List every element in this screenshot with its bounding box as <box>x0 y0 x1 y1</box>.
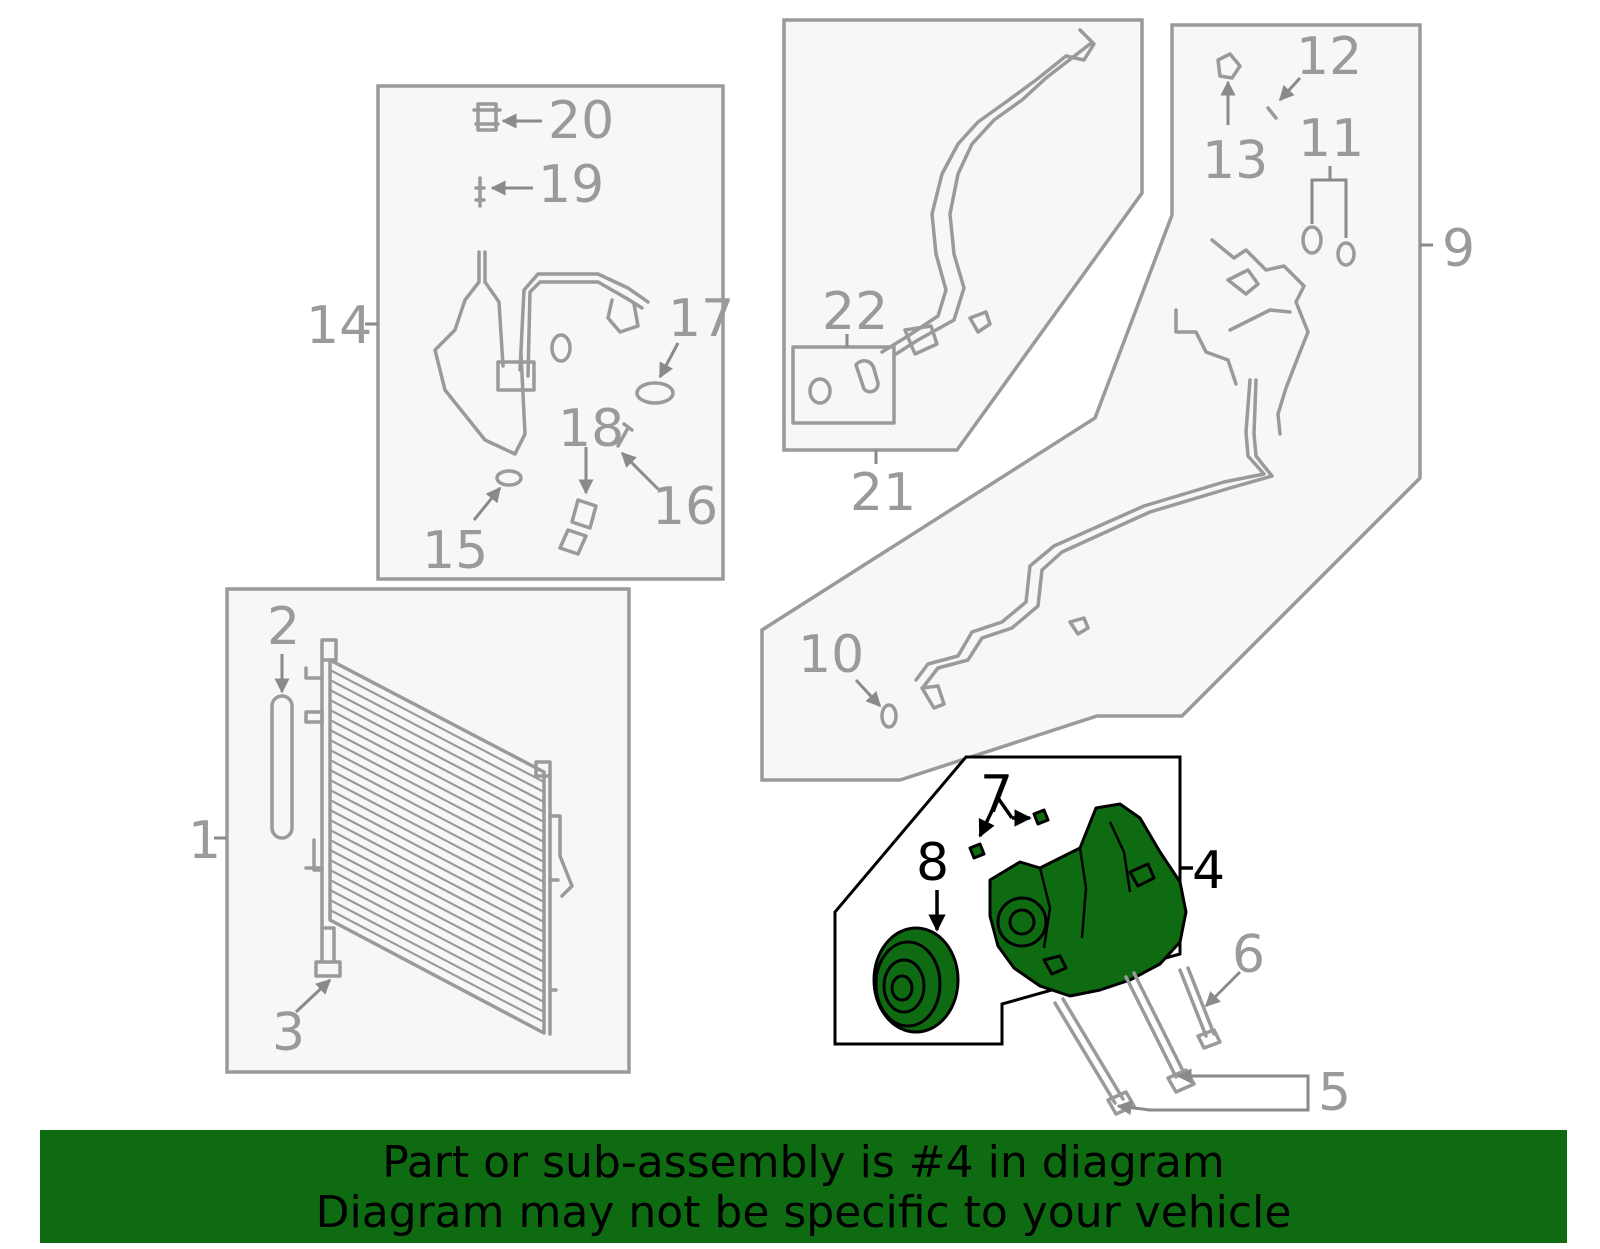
part-11-o-ring-b <box>1336 241 1356 267</box>
part-9-line <box>914 238 1310 710</box>
part-20-cap <box>472 102 502 132</box>
part-22-seal-kit <box>791 345 896 425</box>
callout-4: 4 <box>1192 841 1225 901</box>
callout-20: 20 <box>548 91 614 151</box>
part-12-valve-core <box>1266 106 1278 120</box>
panel-9-liquid-line <box>760 23 1433 782</box>
part-18-pressure-switch <box>558 498 598 556</box>
part-4-compressor-body <box>988 802 1188 998</box>
part-7-plugs <box>968 808 1050 860</box>
part-21-hose <box>880 28 1096 356</box>
banner-line-part: Part or sub-assembly is #4 in diagram <box>382 1137 1225 1188</box>
panel-4-compressor <box>833 755 1193 1046</box>
panel-1-condenser <box>214 587 631 1074</box>
callout-7: 7 <box>980 765 1013 825</box>
part-17-o-ring <box>635 381 675 405</box>
part-1-condenser-core <box>304 638 574 1036</box>
callout-19: 19 <box>538 155 604 215</box>
panel-14-line-assembly <box>365 84 725 581</box>
parts-5-6-bolts <box>1053 966 1310 1116</box>
callout-1: 1 <box>188 811 221 871</box>
callout-17: 17 <box>668 289 734 349</box>
callout-15: 15 <box>422 521 488 581</box>
part-10-o-ring <box>880 703 898 729</box>
panel-21-suction-line <box>782 18 1144 464</box>
callout-9: 9 <box>1442 219 1475 279</box>
callout-16: 16 <box>652 477 718 537</box>
part-13-cap <box>1216 52 1242 80</box>
part-8-clutch-pulley <box>872 926 960 1034</box>
notice-banner: Part or sub-assembly is #4 in diagram Di… <box>40 1130 1567 1243</box>
callout-18: 18 <box>558 399 624 459</box>
callout-10: 10 <box>798 625 864 685</box>
part-15-o-ring <box>495 469 523 487</box>
callout-2: 2 <box>267 597 300 657</box>
part-11-o-ring-a <box>1301 225 1323 255</box>
callout-13: 13 <box>1202 131 1268 191</box>
part-3-bolt <box>314 926 342 978</box>
callout-11: 11 <box>1298 109 1364 169</box>
callout-12: 12 <box>1296 27 1362 87</box>
part-16-valve <box>616 422 634 448</box>
callout-8: 8 <box>916 833 949 893</box>
callout-3: 3 <box>272 1003 305 1063</box>
callout-6: 6 <box>1232 925 1265 985</box>
callout-5: 5 <box>1318 1063 1351 1123</box>
callout-14: 14 <box>306 296 372 356</box>
part-14-hose <box>433 250 650 456</box>
part-2-receiver-drier <box>270 694 294 840</box>
part-19-valve-core <box>474 176 486 208</box>
banner-line-disclaimer: Diagram may not be specific to your vehi… <box>315 1187 1292 1238</box>
callout-21: 21 <box>850 463 916 523</box>
callout-22: 22 <box>822 282 888 342</box>
